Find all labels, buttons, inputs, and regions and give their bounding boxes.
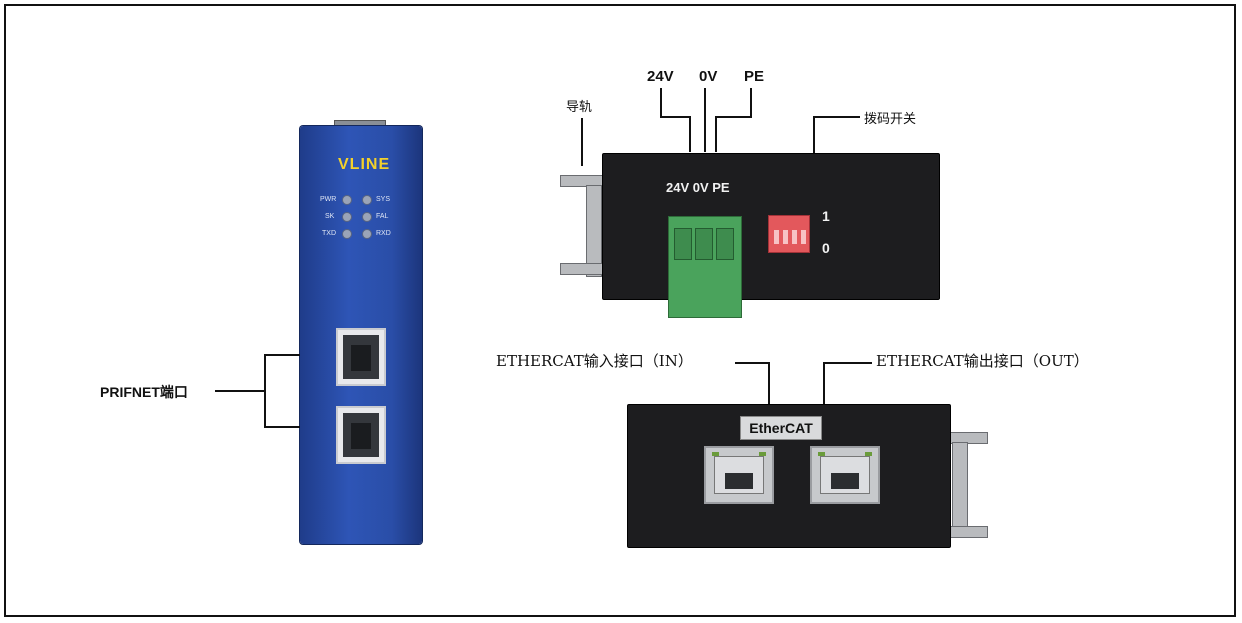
- led-label-fal: FAL: [376, 213, 389, 220]
- led-pwr-indicator: [342, 195, 352, 205]
- profinet-port-2: [336, 406, 386, 464]
- ethercat-in-port: [704, 446, 774, 504]
- led-rxd-indicator: [362, 229, 372, 239]
- callout-line: [715, 116, 717, 152]
- callout-line: [215, 390, 265, 392]
- rail-label: 导轨: [566, 99, 593, 114]
- dip-off-label: 0: [822, 240, 830, 256]
- ethercat-badge: EtherCAT: [740, 416, 822, 440]
- callout-line: [264, 354, 266, 428]
- led-label-txd: TXD: [322, 230, 336, 237]
- ethercat-out-port: [810, 446, 880, 504]
- callout-line: [689, 116, 691, 152]
- ethercat-in-label: ETHERCAT输入接口（IN）: [496, 352, 693, 370]
- led-sys-indicator: [362, 195, 372, 205]
- label-pe: PE: [744, 68, 765, 85]
- figure-frame: [4, 4, 1236, 617]
- callout-line: [265, 354, 300, 356]
- callout-line: [823, 362, 825, 404]
- module-brand-logo: VLINE: [338, 156, 391, 173]
- led-txd-indicator: [342, 229, 352, 239]
- led-fal-indicator: [362, 212, 372, 222]
- callout-line: [735, 362, 769, 364]
- callout-line: [716, 116, 752, 118]
- led-label-rxd: RXD: [376, 230, 391, 237]
- callout-line: [813, 116, 815, 153]
- callout-line: [660, 88, 662, 116]
- led-label-sys: SYS: [376, 196, 391, 203]
- callout-line: [814, 116, 860, 118]
- callout-line: [824, 362, 872, 364]
- profinet-port-1: [336, 328, 386, 386]
- callout-line: [704, 88, 706, 152]
- dip-switch-label: 拨码开关: [864, 111, 917, 126]
- callout-line: [660, 116, 690, 118]
- led-label-sk: SK: [325, 213, 335, 220]
- rail-tab: [560, 263, 606, 275]
- terminal-print: 24V 0V PE: [666, 180, 730, 195]
- led-label-pwr: PWR: [320, 196, 337, 203]
- label-24v: 24V: [647, 68, 674, 85]
- terminal-screw: [716, 228, 734, 260]
- callout-line: [750, 88, 752, 116]
- dip-on-label: 1: [822, 208, 830, 224]
- dip-switch: [768, 215, 810, 253]
- callout-line: [265, 426, 300, 428]
- rail-bracket: [586, 185, 602, 277]
- profinet-port-label: PRIFNET端口: [100, 384, 188, 400]
- terminal-screw: [695, 228, 713, 260]
- led-sk-indicator: [342, 212, 352, 222]
- callout-line: [581, 118, 583, 166]
- terminal-screw: [674, 228, 692, 260]
- callout-line: [768, 362, 770, 404]
- rail-bracket: [952, 442, 968, 530]
- label-0v: 0V: [699, 68, 718, 85]
- rail-tab: [948, 526, 988, 538]
- ethercat-out-label: ETHERCAT输出接口（OUT）: [876, 352, 1089, 370]
